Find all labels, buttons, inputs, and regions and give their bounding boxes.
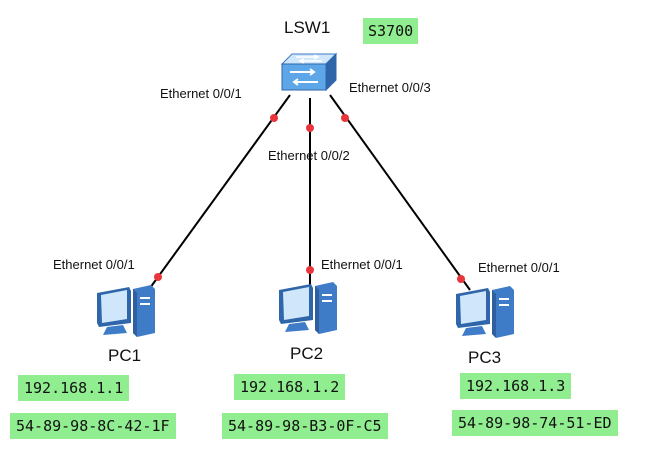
pc-icon bbox=[456, 286, 514, 338]
link-lsw1-pc3 bbox=[329, 94, 471, 291]
pc1-device[interactable] bbox=[93, 283, 159, 341]
switch-port-label-e3: Ethernet 0/0/3 bbox=[349, 80, 431, 95]
pc2-name: PC2 bbox=[290, 344, 324, 363]
pc-icon bbox=[279, 282, 337, 334]
switch-name: LSW1 bbox=[284, 18, 331, 37]
link-lsw1-pc1 bbox=[149, 94, 291, 289]
pc2-device[interactable] bbox=[275, 280, 341, 338]
pc1-name: PC1 bbox=[108, 346, 142, 365]
pc1-mac-badge: 54-89-98-8C-42-1F bbox=[10, 413, 176, 439]
switch-icon bbox=[280, 52, 338, 92]
switch-model-badge: S3700 bbox=[363, 18, 419, 44]
pc3-name: PC3 bbox=[468, 348, 502, 367]
pc3-mac-badge: 54-89-98-74-51-ED bbox=[452, 410, 618, 436]
port-dot-pc3 bbox=[457, 275, 465, 283]
pc1-port-label: Ethernet 0/0/1 bbox=[53, 257, 135, 272]
switch-lsw1[interactable] bbox=[278, 48, 340, 96]
port-dot-lsw1-e1 bbox=[270, 114, 278, 122]
pc3-port-label: Ethernet 0/0/1 bbox=[478, 260, 560, 275]
pc-icon bbox=[97, 285, 155, 337]
port-dot-pc2 bbox=[306, 266, 314, 274]
pc1-ip-badge: 192.168.1.1 bbox=[18, 375, 130, 401]
pc3-ip-badge: 192.168.1.3 bbox=[460, 373, 572, 399]
pc3-device[interactable] bbox=[452, 284, 518, 342]
port-dot-lsw1-e3 bbox=[341, 114, 349, 122]
port-dot-lsw1-e2 bbox=[306, 124, 314, 132]
port-dot-pc1 bbox=[154, 273, 162, 281]
pc2-port-label: Ethernet 0/0/1 bbox=[321, 257, 403, 272]
pc2-mac-badge: 54-89-98-B3-0F-C5 bbox=[222, 413, 388, 439]
pc2-ip-badge: 192.168.1.2 bbox=[234, 374, 346, 400]
switch-port-label-e2: Ethernet 0/0/2 bbox=[268, 148, 350, 163]
switch-port-label-e1: Ethernet 0/0/1 bbox=[160, 86, 242, 101]
